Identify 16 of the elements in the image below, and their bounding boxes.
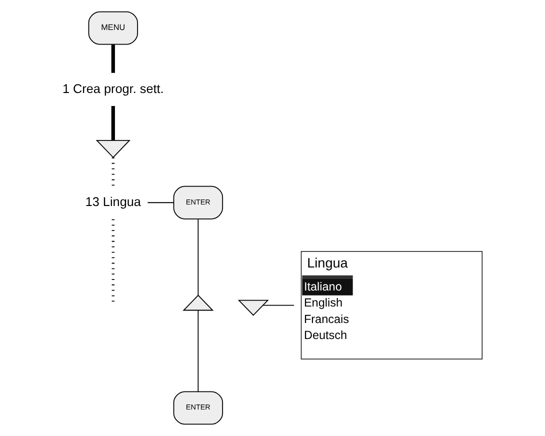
node-box: MENU: [88, 11, 138, 45]
connector: [111, 158, 114, 186]
node-button: [237, 300, 268, 316]
connector: [262, 304, 294, 306]
connector: [110, 106, 114, 140]
connector: [197, 218, 198, 296]
connector: [110, 44, 114, 73]
node-text: 13 Lingua: [84, 194, 140, 209]
node-button: [95, 140, 130, 158]
node-box: ENTER: [172, 391, 223, 425]
connector: [197, 310, 198, 392]
node-text: 1 Crea progr. sett.: [62, 82, 164, 96]
connector: [146, 202, 174, 204]
node-box: ENTER: [172, 186, 223, 220]
connector: [111, 219, 114, 304]
node-button: [182, 294, 214, 311]
